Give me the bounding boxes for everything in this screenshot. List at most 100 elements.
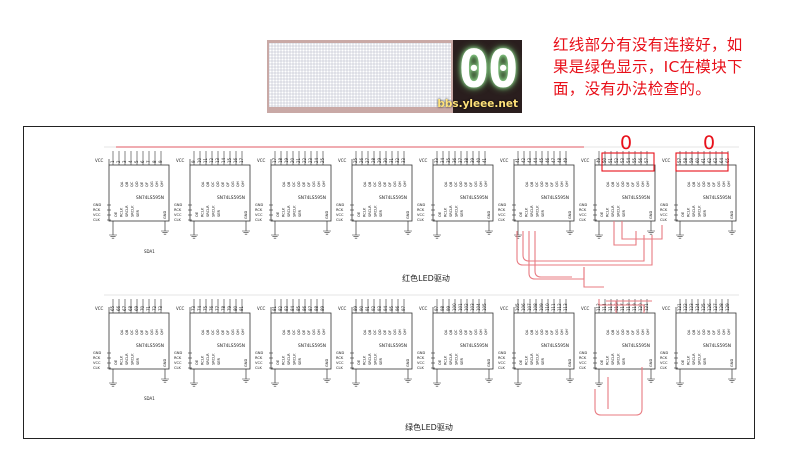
chip-output-pin: QG	[555, 181, 559, 187]
pin-number: 114	[602, 303, 607, 311]
chip-input-pin: RCLK	[363, 355, 367, 365]
chip-output-pin: QH'	[322, 328, 326, 335]
pin-number: 88	[314, 305, 319, 311]
bottom-pin-label: VCC	[174, 361, 182, 365]
pin-number: 41	[482, 157, 487, 163]
chip-input-pin: SER	[622, 209, 626, 217]
chip-part-number: SN74LS595N	[541, 195, 569, 201]
chip-part-number: SN74LS595N	[541, 343, 569, 349]
chip-output-pin: QC	[697, 181, 701, 187]
chip-output-pin: QH	[236, 329, 240, 335]
pin-number: 31	[389, 157, 394, 163]
bottom-pin-label: GND	[174, 203, 182, 207]
chip-output-pin: QC	[616, 329, 620, 335]
chip-input-pin: SRCLR	[692, 353, 696, 365]
bottom-pin-label: RCK	[174, 356, 182, 360]
chip-output-pin: QE	[464, 181, 468, 187]
chip-output-pin: QA	[444, 329, 448, 335]
chip-input-pin: SER	[703, 357, 707, 365]
chip-output-pin: QA	[363, 181, 367, 187]
chip-output-pin: QH	[722, 329, 726, 335]
pin-number: 120	[638, 303, 643, 311]
vcc-label: VCC	[500, 158, 509, 163]
chip-output-pin: QG	[231, 181, 235, 187]
chip-output-pin: QD	[297, 329, 301, 335]
pin-number: 87	[308, 305, 313, 311]
chip-output-pin: QH'	[565, 180, 569, 187]
chip-part-number: SN74LS595N	[703, 195, 731, 201]
bottom-pin-label: RCK	[498, 356, 506, 360]
red-wire	[594, 367, 643, 416]
ground-symbol	[161, 378, 169, 383]
pin-number: 70	[140, 305, 145, 311]
chip-output-pin: QB	[125, 329, 129, 335]
chip-output-pin: QD	[621, 181, 625, 187]
chip-output-pin: QF	[388, 182, 392, 187]
chip-input-pin: SER	[136, 209, 140, 217]
pin-number: 91	[365, 305, 370, 311]
chip-output-pin: QF	[550, 330, 554, 335]
chip-input-pin: SER	[217, 357, 221, 365]
pin-number: 56	[638, 157, 643, 163]
chip-input-pin: RCLK	[525, 207, 529, 217]
pin-number: 117	[620, 303, 625, 311]
pin-number: 67	[122, 305, 127, 311]
ground-symbol	[109, 234, 117, 239]
chip-input-pin: SER	[460, 209, 464, 217]
chip-body	[675, 312, 737, 370]
bottom-pin-label: RCK	[579, 208, 587, 212]
chip-output-pin: QH'	[403, 180, 407, 187]
chip-input-pin: RCLK	[687, 207, 691, 217]
pin-number: 80	[233, 305, 238, 311]
bottom-pin-label: GND	[498, 203, 506, 207]
chip-output-pin: QD	[540, 181, 544, 187]
bottom-pin-label: CLK	[579, 366, 587, 370]
chip-input-pin: SRCLK	[536, 353, 540, 365]
chip-gnd-pin: GND	[487, 211, 491, 219]
pin-number: 65	[110, 305, 115, 311]
chip-input-pin: SRCLK	[536, 205, 540, 217]
vcc-label: VCC	[95, 158, 104, 163]
chip-gnd-pin: GND	[568, 211, 572, 219]
chip-input-pin: SRCLK	[293, 205, 297, 217]
ground-symbol	[728, 378, 736, 383]
chip-input-pin: SER	[541, 357, 545, 365]
chip-output-pin: QA	[282, 329, 286, 335]
chip-output-pin: QH	[641, 329, 645, 335]
chip-input-pin: OE	[438, 211, 442, 217]
pin-number: 77	[215, 305, 220, 311]
chip-input-pin: SRCLR	[449, 205, 453, 217]
ground-symbol	[647, 378, 655, 383]
pin-number: 122	[683, 303, 688, 311]
chip-input-pin: SER	[379, 357, 383, 365]
bottom-pin-label: GND	[174, 351, 182, 355]
pin-number: 21	[296, 157, 301, 163]
pin-number: 51	[608, 157, 613, 163]
chip-output-pin: QC	[454, 329, 458, 335]
chip-body	[351, 312, 413, 370]
bottom-pin-label: VCC	[417, 213, 425, 217]
chip-input-pin: SER	[298, 357, 302, 365]
chip-output-pin: QH	[236, 181, 240, 187]
chip-output-pin: QC	[373, 181, 377, 187]
pin-number: 64	[719, 157, 724, 163]
pin-number: 101	[458, 303, 463, 311]
pin-number: 92	[371, 305, 376, 311]
chip-output-pin: QG	[150, 181, 154, 187]
chip-gnd-pin: GND	[244, 211, 248, 219]
ground-symbol	[190, 234, 198, 239]
vcc-label: VCC	[662, 306, 671, 311]
pin-number: 104	[476, 303, 481, 311]
pin-number: 3	[122, 160, 127, 163]
chip-output-pin: QB	[368, 329, 372, 335]
bottom-pin-label: CLK	[660, 366, 668, 370]
pin-number: 76	[209, 305, 214, 311]
chip-output-pin: QG	[636, 329, 640, 335]
pin-number: 14	[221, 157, 226, 163]
pin-number: 33	[434, 157, 439, 163]
section-label-green: 绿色LED驱动	[405, 423, 453, 432]
chip-input-pin: RCLK	[363, 207, 367, 217]
ground-symbol	[728, 230, 736, 235]
pin-number: 74	[197, 305, 202, 311]
